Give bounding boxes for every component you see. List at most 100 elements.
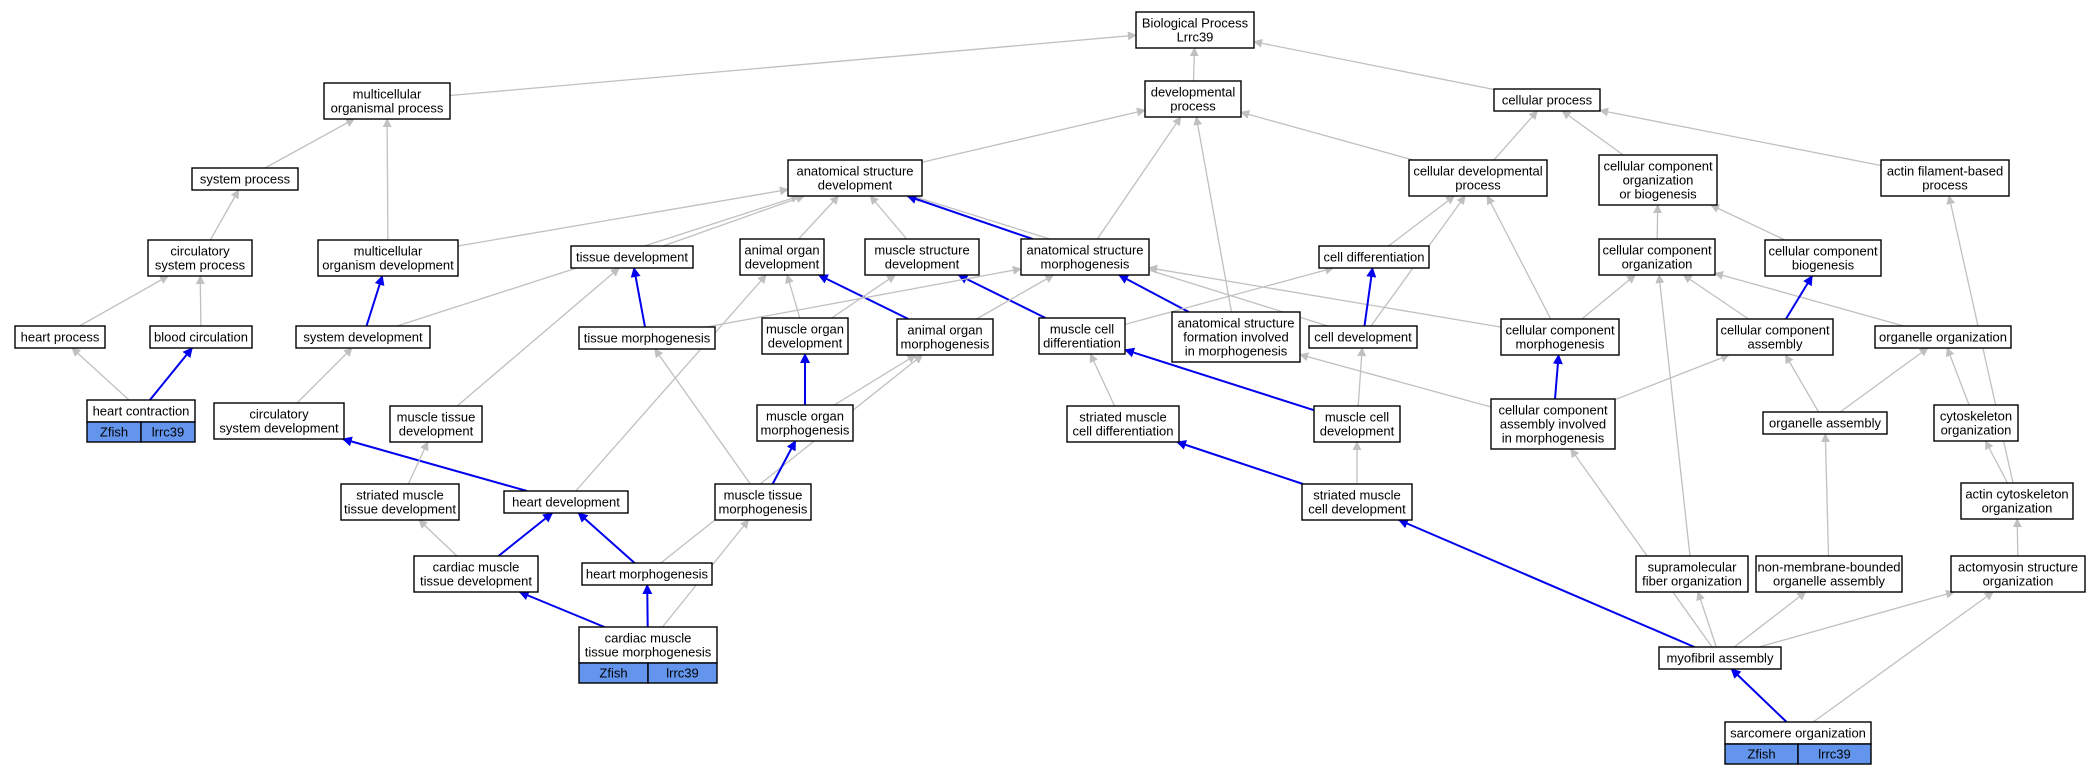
edge-smcd-to-mcd [1089,353,1116,407]
edge-mtm-to-moom [771,440,797,485]
go-term-sd[interactable]: system development [295,325,431,349]
go-term-box [1066,405,1180,443]
go-term-label: cell development [1308,502,1406,517]
go-term-box [295,325,431,349]
go-term-box [1598,154,1718,206]
go-term-box [1764,239,1882,277]
go-term-box [1308,325,1418,349]
go-term-box [213,402,345,440]
edge-afbp-to-cp [1599,107,1882,167]
go-term-box [761,317,849,355]
go-term-box [1313,405,1401,443]
go-term-sysp[interactable]: system process [191,167,299,191]
go-term-hp[interactable]: heart process [14,325,106,349]
go-term-celld[interactable]: cell development [1308,325,1418,349]
go-term-label: process [1922,178,1968,193]
go-term-cp[interactable]: cellular process [1493,88,1601,112]
go-term-label: differentiation [1043,336,1121,351]
go-term-label: actin cytoskeleton [1965,487,2068,502]
edge-mod-to-asd [457,186,789,247]
go-term-label: striated muscle [356,488,443,503]
edge-asfim-to-dev [1193,116,1233,313]
go-term-box [149,325,253,349]
go-term-hc[interactable]: heart contraction [86,399,196,423]
edge-mtd-to-td [456,267,620,407]
edge-cdiff-to-cdp [1388,195,1456,247]
go-term-label: system process [155,258,246,273]
go-term-box [1038,317,1126,355]
edge-mood-to-msd [831,274,897,319]
go-term-box [578,326,716,350]
edge-nmboa-to-oa [1821,433,1831,557]
edge-so-to-ma [1730,668,1788,723]
go-term-box [389,405,483,443]
edge-mcdev-to-mcd [1124,347,1315,412]
go-term-tm[interactable]: tissue morphogenesis [578,326,716,350]
edge-cdp-to-dev [1240,110,1414,161]
go-term-oa[interactable]: organelle assembly [1762,411,1888,435]
edges-layer [71,31,2022,723]
go-term-label: anatomical structure [1026,243,1143,258]
edge-mtm-to-tm [654,348,751,485]
go-term-bc[interactable]: blood circulation [149,325,253,349]
go-term-td[interactable]: tissue development [570,245,694,269]
edge-asm-to-asd [906,194,1033,240]
gene-cell [140,421,196,443]
go-term-label: system process [200,172,291,187]
edge-smtd-to-mtd [407,441,429,485]
go-term-so[interactable]: sarcomere organization [1724,721,1872,745]
go-term-hm[interactable]: heart morphogenesis [581,562,713,586]
go-term-oo[interactable]: organelle organization [1874,325,2012,349]
species-label: Zfish [599,666,627,681]
go-term-hd[interactable]: heart development [503,490,629,514]
edge-msd-to-asd [869,195,908,240]
go-term-ma[interactable]: myofibril assembly [1658,646,1782,670]
edge-cmtm-to-hm [642,584,653,628]
go-term-box [1880,159,2010,197]
go-term-cdiff[interactable]: cell differentiation [1318,245,1430,269]
go-term-label: development [818,178,893,193]
edge-ccaim-to-ccm [1552,354,1563,400]
